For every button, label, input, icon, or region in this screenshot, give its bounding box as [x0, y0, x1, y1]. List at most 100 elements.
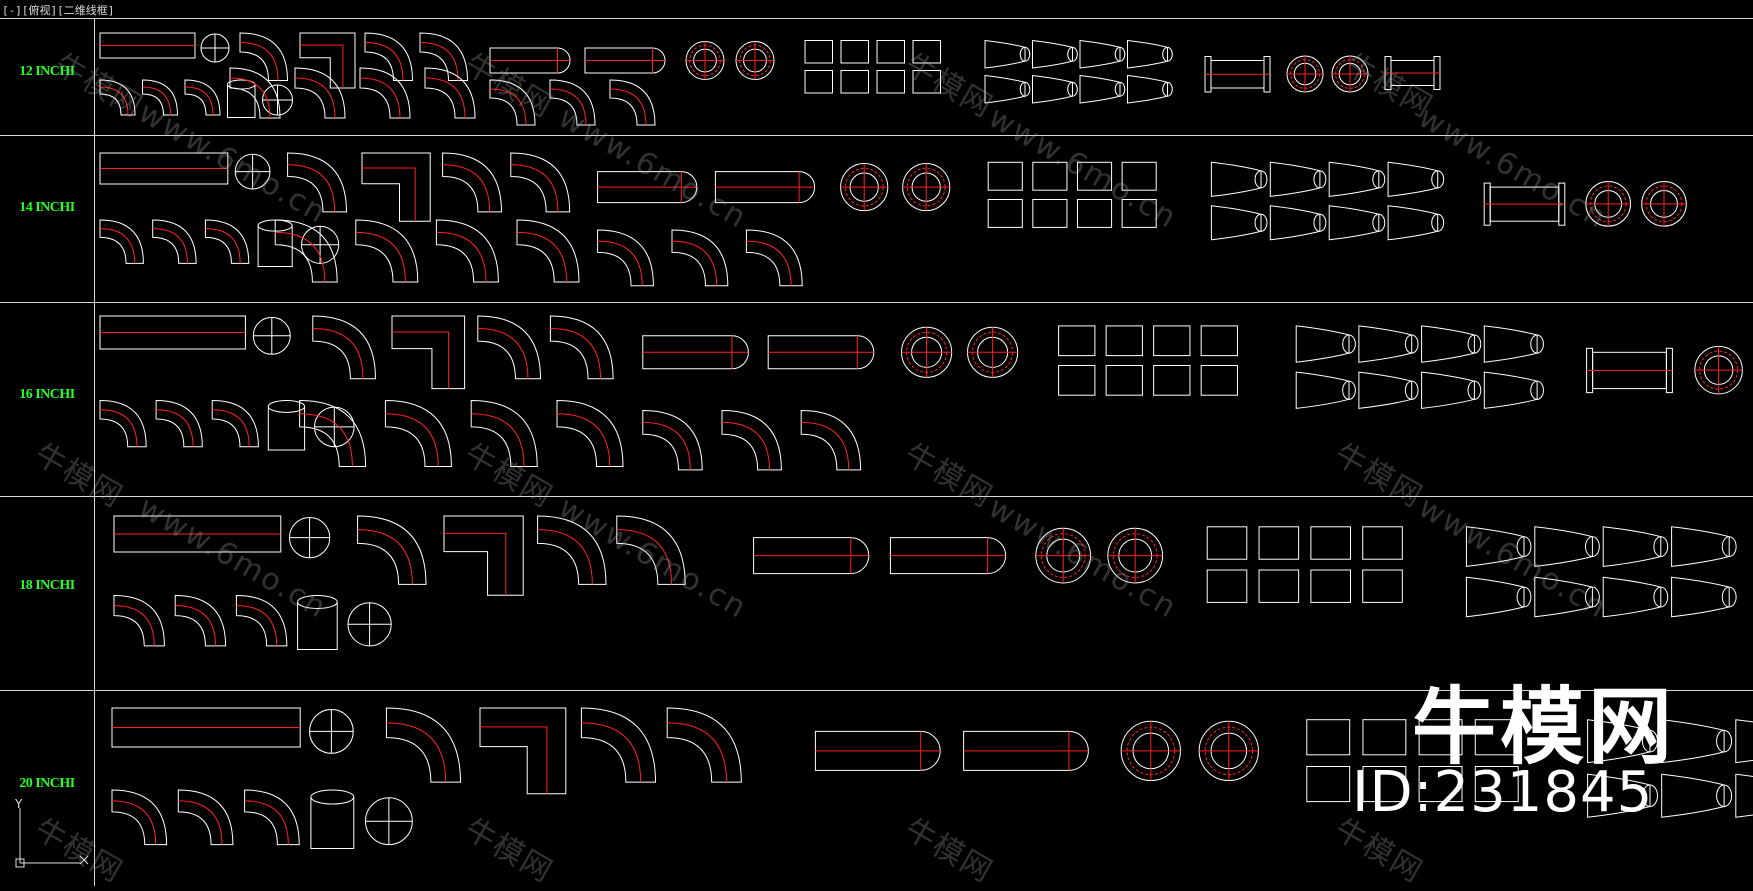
reducer-fitting[interactable]: [1421, 325, 1475, 363]
reducer-fitting[interactable]: [1127, 74, 1168, 104]
fitting-block[interactable]: [1418, 766, 1463, 803]
pipe-cap[interactable]: [889, 537, 1007, 575]
elbow-fitting[interactable]: [442, 152, 503, 213]
elbow-fitting[interactable]: [384, 399, 452, 467]
elbow-fitting[interactable]: [357, 515, 427, 585]
fitting-block[interactable]: [987, 199, 1023, 228]
reducer-end[interactable]: [1431, 170, 1445, 189]
elbow-centerline[interactable]: [212, 409, 250, 447]
elbow-fitting[interactable]: [235, 594, 288, 647]
reducer-fitting[interactable]: [1295, 325, 1350, 363]
elbow-centerline[interactable]: [287, 164, 336, 212]
fitting-block[interactable]: [1032, 199, 1068, 228]
elbow-fitting[interactable]: [419, 32, 469, 81]
elbow-fitting[interactable]: [274, 219, 338, 283]
elbow-fitting[interactable]: [671, 229, 729, 287]
elbow-centerline[interactable]: [537, 529, 593, 585]
elbow-fitting[interactable]: [355, 219, 419, 283]
fitting-block[interactable]: [1105, 365, 1143, 396]
reducer-fitting[interactable]: [1465, 526, 1525, 567]
fitting-block[interactable]: [1306, 719, 1351, 756]
fitting-block[interactable]: [840, 40, 869, 64]
elbow-fitting[interactable]: [800, 409, 862, 471]
square-elbow[interactable]: [479, 707, 567, 795]
elbow-centerline[interactable]: [801, 421, 850, 470]
fitting-block[interactable]: [1362, 526, 1403, 560]
elbow-fitting[interactable]: [211, 399, 259, 448]
fitting-block[interactable]: [1200, 325, 1238, 357]
reducer-end[interactable]: [1342, 334, 1356, 354]
elbow-centerline[interactable]: [229, 77, 271, 119]
elbow-centerline[interactable]: [99, 409, 138, 447]
fitting-block[interactable]: [876, 40, 905, 64]
elbow-centerline[interactable]: [386, 722, 447, 783]
reducer-end[interactable]: [1584, 586, 1600, 608]
elbow-fitting[interactable]: [537, 515, 607, 585]
reducer-end[interactable]: [1254, 170, 1268, 189]
elbow-fitting[interactable]: [642, 409, 703, 471]
reducer-fitting[interactable]: [1210, 205, 1262, 241]
elbow-centerline[interactable]: [442, 164, 491, 212]
reducer-end[interactable]: [1530, 334, 1544, 354]
elbow-centerline[interactable]: [244, 800, 289, 845]
fitting-block[interactable]: [1032, 161, 1068, 191]
fitting-block[interactable]: [1362, 766, 1407, 803]
elbow-centerline[interactable]: [178, 800, 223, 845]
elbow-centerline[interactable]: [294, 77, 336, 119]
elbow-centerline[interactable]: [275, 231, 326, 283]
elbow-centerline[interactable]: [357, 529, 413, 585]
pipe-cap[interactable]: [714, 171, 816, 204]
elbow-fitting[interactable]: [312, 315, 377, 380]
reducer-end[interactable]: [1721, 586, 1737, 608]
elbow-centerline[interactable]: [205, 228, 241, 264]
fitting-block[interactable]: [1258, 526, 1300, 560]
fitting-block[interactable]: [804, 70, 833, 94]
elbow-centerline[interactable]: [721, 421, 771, 470]
reducer-end[interactable]: [1067, 46, 1078, 62]
elbow-fitting[interactable]: [424, 67, 476, 119]
elbow-centerline[interactable]: [444, 532, 507, 596]
elbow-fitting[interactable]: [294, 67, 346, 119]
square-elbow[interactable]: [443, 515, 524, 596]
reducer-fitting[interactable]: [1387, 205, 1439, 241]
elbow-centerline[interactable]: [385, 413, 439, 467]
elbow-fitting[interactable]: [556, 399, 624, 467]
cylinder-body[interactable]: [257, 225, 293, 267]
elbow-centerline[interactable]: [156, 409, 194, 447]
elbow-fitting[interactable]: [99, 219, 144, 264]
fitting-block[interactable]: [1076, 199, 1113, 228]
pipe-cap[interactable]: [753, 537, 870, 575]
elbow-fitting[interactable]: [489, 79, 536, 126]
elbow-centerline[interactable]: [510, 164, 559, 212]
reducer-end[interactable]: [1530, 380, 1544, 400]
elbow-centerline[interactable]: [642, 421, 691, 470]
reducer-end[interactable]: [1516, 586, 1532, 608]
elbow-fitting[interactable]: [477, 315, 542, 380]
cylinder-top[interactable]: [310, 789, 355, 805]
elbow-centerline[interactable]: [550, 328, 602, 379]
elbow-centerline[interactable]: [236, 605, 278, 646]
fitting-block[interactable]: [1058, 365, 1096, 396]
elbow-fitting[interactable]: [142, 79, 179, 116]
pipe-cap[interactable]: [642, 335, 749, 370]
fitting-block[interactable]: [1200, 365, 1238, 396]
elbow-centerline[interactable]: [299, 413, 353, 467]
reducer-fitting[interactable]: [1032, 39, 1073, 69]
reducer-fitting[interactable]: [1328, 205, 1380, 241]
elbow-centerline[interactable]: [392, 331, 450, 389]
elbow-fitting[interactable]: [549, 315, 614, 380]
cylinder-body[interactable]: [297, 601, 338, 650]
elbow-fitting[interactable]: [609, 79, 656, 126]
reducer-end[interactable]: [1404, 380, 1419, 400]
reducer-fitting[interactable]: [1032, 74, 1073, 104]
elbow-fitting[interactable]: [239, 32, 289, 81]
fitting-block[interactable]: [1306, 766, 1351, 803]
elbow-fitting[interactable]: [229, 67, 281, 119]
reducer-fitting[interactable]: [1328, 161, 1380, 197]
elbow-fitting[interactable]: [287, 152, 348, 213]
pipe-cap[interactable]: [597, 171, 698, 204]
reducer-fitting[interactable]: [1465, 576, 1525, 618]
elbow-fitting[interactable]: [721, 409, 782, 471]
square-elbow[interactable]: [391, 315, 466, 390]
